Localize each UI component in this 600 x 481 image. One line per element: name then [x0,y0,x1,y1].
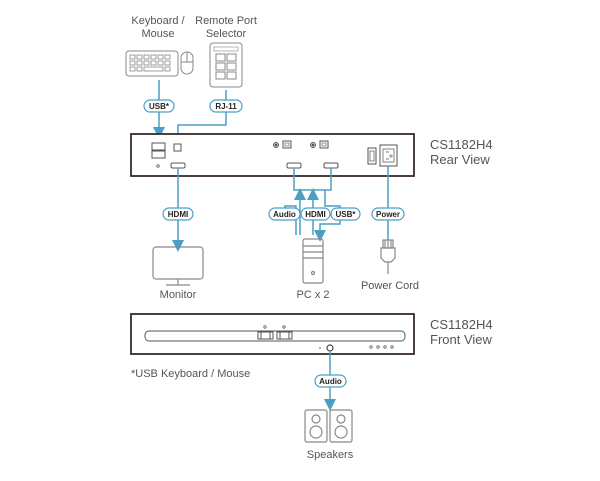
usb-kbm-label: USB* [149,102,170,111]
remote-selector-label-1: Remote Port [195,15,257,27]
usb-pc-label: USB* [335,210,356,219]
front-view-label: Front View [430,332,493,347]
rear-hdmi-console-port [170,162,186,169]
power-cord-label: Power Cord [361,280,419,292]
port2-led [282,325,286,329]
power-pill: Power [371,207,405,221]
port2-button[interactable] [276,331,293,340]
hdmi-monitor-label: HDMI [168,210,188,219]
hdmi-monitor-pill: HDMI [162,207,194,221]
pc2-audio-usb-ports [310,140,329,149]
front-indicator [319,347,321,349]
front-audio-jack [326,344,334,352]
rj11-cable [177,90,227,137]
power-plug-icon [380,239,396,274]
ground-point [156,164,160,168]
rear-usb-ports [151,142,166,159]
rear-view-label: Rear View [430,152,490,167]
power-switch [367,147,377,165]
rear-model-label: CS1182H4 [430,137,493,152]
pc-label: PC x 2 [296,289,329,301]
audio-pc-pill: Audio [268,207,301,221]
footnote: *USB Keyboard / Mouse [131,368,250,380]
audio-pc-label: Audio [273,210,296,219]
pc-tower-icon [302,238,324,284]
audio-front-pill: Audio [314,374,347,388]
monitor-label: Monitor [160,289,197,301]
hdmi-pc-pill: HDMI [300,207,331,221]
remote-selector-label-2: Selector [206,28,247,40]
power-label: Power [376,210,400,219]
rj11-pill: RJ-11 [209,99,243,113]
speakers-label: Speakers [307,449,354,461]
port1-led [263,325,267,329]
rj11-port [173,143,182,152]
hdmi-pc-label: HDMI [305,210,325,219]
pc1-hdmi-port [286,162,302,169]
mouse-icon [180,51,194,75]
audio-front-label: Audio [319,377,342,386]
power-socket [379,144,398,167]
pc2-hdmi-port [323,162,339,169]
pc1-audio-usb-ports [273,140,292,149]
remote-selector-icon [209,42,243,88]
usb-kbm-pill: USB* [143,99,175,113]
front-model-label: CS1182H4 [430,317,493,332]
port1-button[interactable] [257,331,274,340]
monitor-icon [152,246,204,286]
keyboard-mouse-label-1: Keyboard / [131,15,185,27]
rj11-label: RJ-11 [215,102,237,111]
speakers-icon [304,409,353,443]
front-bezel-slot [144,330,406,342]
keyboard-mouse-label-2: Mouse [141,28,174,40]
usb-pc-pill: USB* [330,207,361,221]
keyboard-icon [125,50,179,77]
front-status-leds [369,345,394,349]
